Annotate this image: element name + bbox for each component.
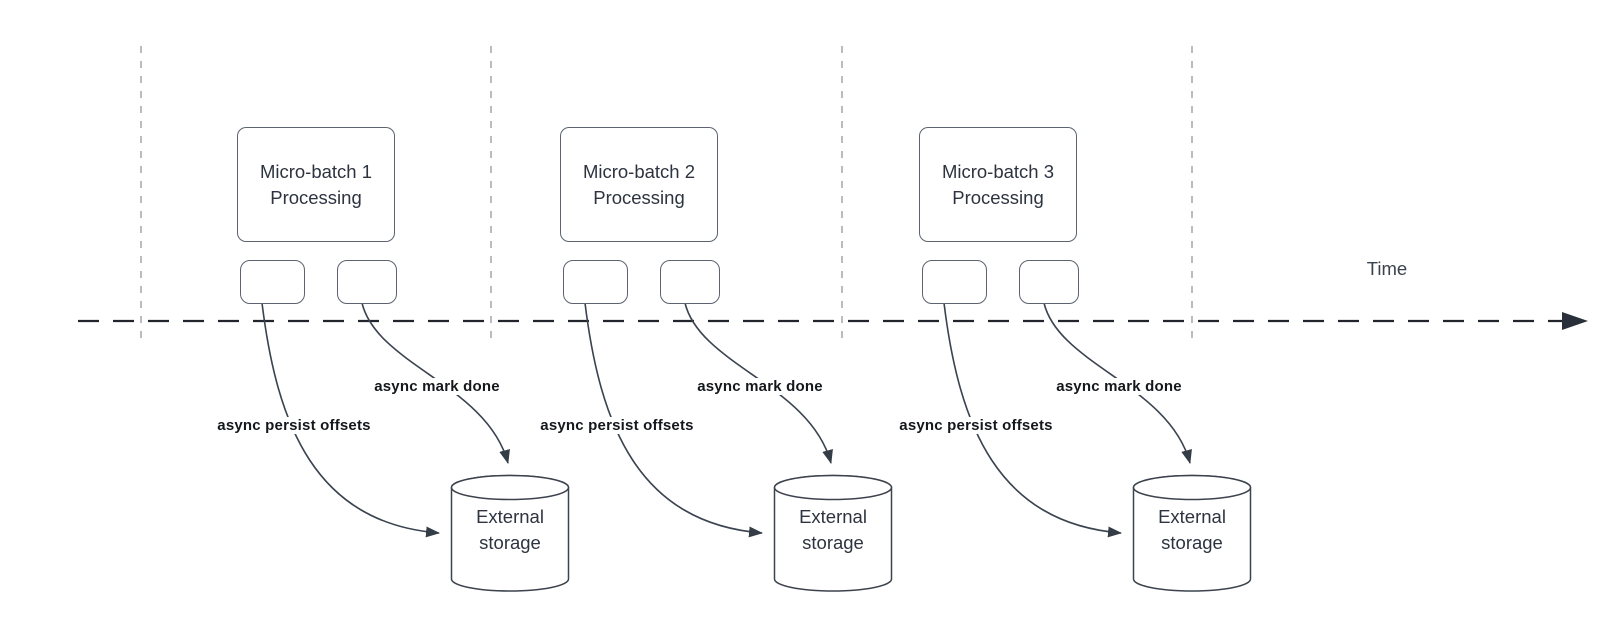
external-storage-label: External storage [1158, 506, 1226, 553]
persist-offsets-label: async persist offsets [896, 417, 1056, 434]
mark-done-arrow [684, 302, 833, 464]
offset-node [563, 260, 628, 304]
mark-done-arrow [1043, 302, 1192, 464]
offset-node [922, 260, 987, 304]
mark-done-node [1019, 260, 1079, 304]
processing-box-subtitle: Processing [952, 186, 1044, 208]
external-storage-cylinder: External storage [450, 474, 570, 592]
database-icon [450, 474, 570, 592]
database-icon [1132, 474, 1252, 592]
mark-done-arrow [361, 302, 510, 464]
external-storage-label: External storage [476, 506, 544, 553]
processing-box: Micro-batch 2 Processing [560, 127, 718, 242]
offset-node [240, 260, 305, 304]
database-icon [773, 474, 893, 592]
external-storage-cylinder: External storage [1132, 474, 1252, 592]
persist-offsets-arrow [943, 302, 1122, 538]
mark-done-node [660, 260, 720, 304]
persist-offsets-arrow [584, 302, 763, 538]
processing-box-title: Micro-batch 3 [941, 160, 1055, 182]
time-axis-arrowhead-icon [1562, 312, 1588, 330]
persist-offsets-label: async persist offsets [537, 417, 697, 434]
mark-done-label: async mark done [371, 378, 503, 395]
processing-box-title: Micro-batch 1 [259, 160, 373, 182]
mark-done-label: async mark done [694, 378, 826, 395]
mark-done-label: async mark done [1053, 378, 1185, 395]
async-arrows [943, 302, 1192, 538]
processing-box-subtitle: Processing [270, 186, 362, 208]
processing-box: Micro-batch 3 Processing [919, 127, 1077, 242]
async-arrows [261, 302, 510, 538]
external-storage-cylinder: External storage [773, 474, 893, 592]
processing-box-title: Micro-batch 2 [582, 160, 696, 182]
processing-box: Micro-batch 1 Processing [237, 127, 395, 242]
async-arrows [584, 302, 833, 538]
persist-offsets-arrow [261, 302, 440, 538]
external-storage-label: External storage [799, 506, 867, 553]
processing-box-subtitle: Processing [593, 186, 685, 208]
time-axis-label: Time [1366, 258, 1408, 279]
mark-done-node [337, 260, 397, 304]
persist-offsets-label: async persist offsets [214, 417, 374, 434]
